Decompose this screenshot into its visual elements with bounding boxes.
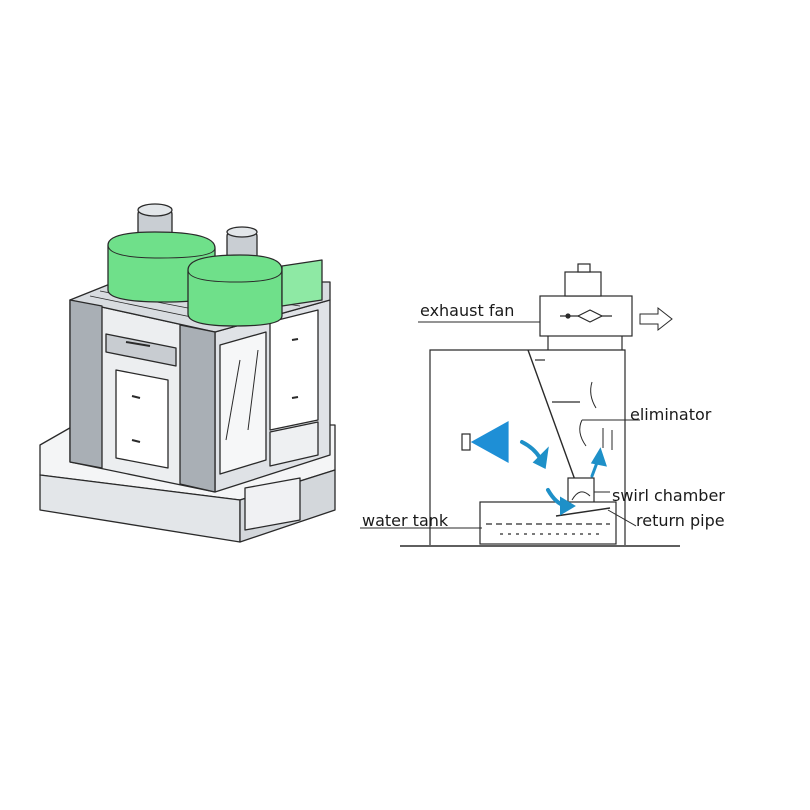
front-right-column [180, 325, 215, 492]
spray-gun-icon [462, 422, 508, 462]
label-return-pipe: return pipe [636, 511, 725, 530]
label-water-tank: water tank [362, 511, 449, 530]
fan-outlet-duct [282, 260, 322, 306]
side-door-upper [270, 310, 318, 430]
side-opening [220, 332, 266, 474]
paint-booth-3d-illustration [40, 204, 335, 542]
exhaust-arrow-icon [640, 308, 672, 330]
label-exhaust-fan: exhaust fan [420, 301, 514, 320]
water-tank [480, 502, 616, 544]
label-swirl-chamber: swirl chamber [612, 486, 725, 505]
front-left-column [70, 300, 102, 468]
fan-motor [565, 272, 601, 296]
front-access-door [116, 370, 168, 468]
label-eliminator: eliminator [630, 405, 712, 424]
